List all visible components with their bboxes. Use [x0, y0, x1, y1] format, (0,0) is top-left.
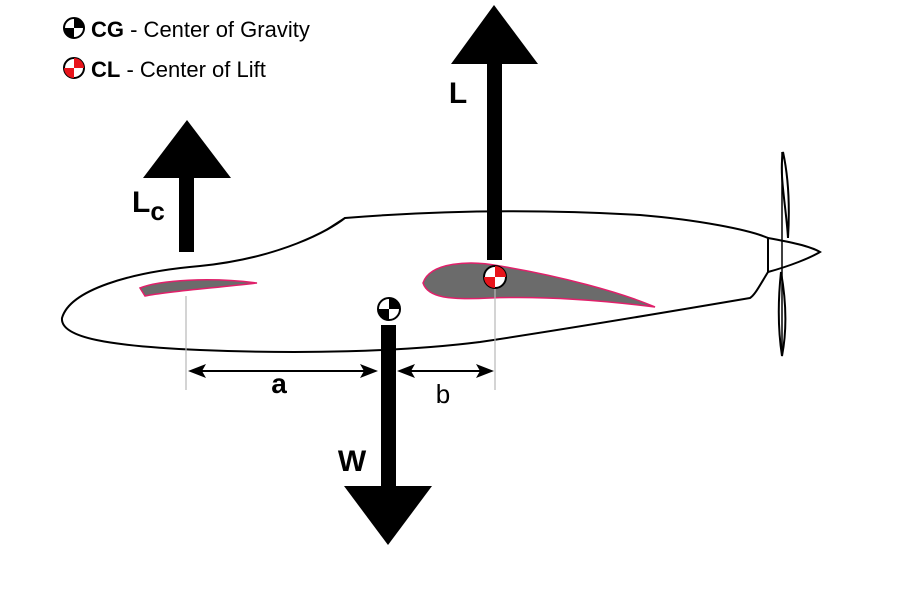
- legend-cl-text: - Center of Lift: [120, 57, 266, 82]
- cg-symbol-icon: [63, 17, 85, 39]
- svg-text:CL - Center of Lift: CL - Center of Lift: [91, 57, 266, 82]
- legend-cl-abbrev: CL: [91, 57, 120, 82]
- canard-lift-arrow: Lc: [132, 120, 231, 252]
- dimension-a: a: [188, 364, 378, 399]
- dimension-b: b: [397, 364, 494, 409]
- canard-lift-label: L: [132, 186, 150, 219]
- lift-label: L: [449, 77, 467, 110]
- wing-airfoil: [422, 262, 656, 308]
- weight-arrow: W: [338, 325, 432, 545]
- dimension-b-label: b: [436, 379, 450, 409]
- lift-arrow: L: [449, 5, 538, 260]
- svg-text:CG - Center of Gravity: CG - Center of Gravity: [91, 17, 310, 42]
- spinner: [767, 236, 822, 274]
- weight-label: W: [338, 445, 367, 478]
- canard-airfoil: [138, 279, 258, 297]
- svg-text:Lc: Lc: [132, 186, 165, 226]
- dimension-a-label: a: [271, 368, 287, 399]
- legend-cg-text: - Center of Gravity: [124, 17, 310, 42]
- airplane: [60, 151, 822, 357]
- center-of-gravity-marker: [377, 297, 401, 321]
- cl-symbol-icon: [63, 57, 85, 79]
- legend: CG - Center of Gravity CL - Center of Li…: [63, 17, 310, 82]
- center-of-lift-marker: [483, 265, 507, 289]
- legend-cg-abbrev: CG: [91, 17, 124, 42]
- canard-lift-subscript: c: [150, 196, 164, 226]
